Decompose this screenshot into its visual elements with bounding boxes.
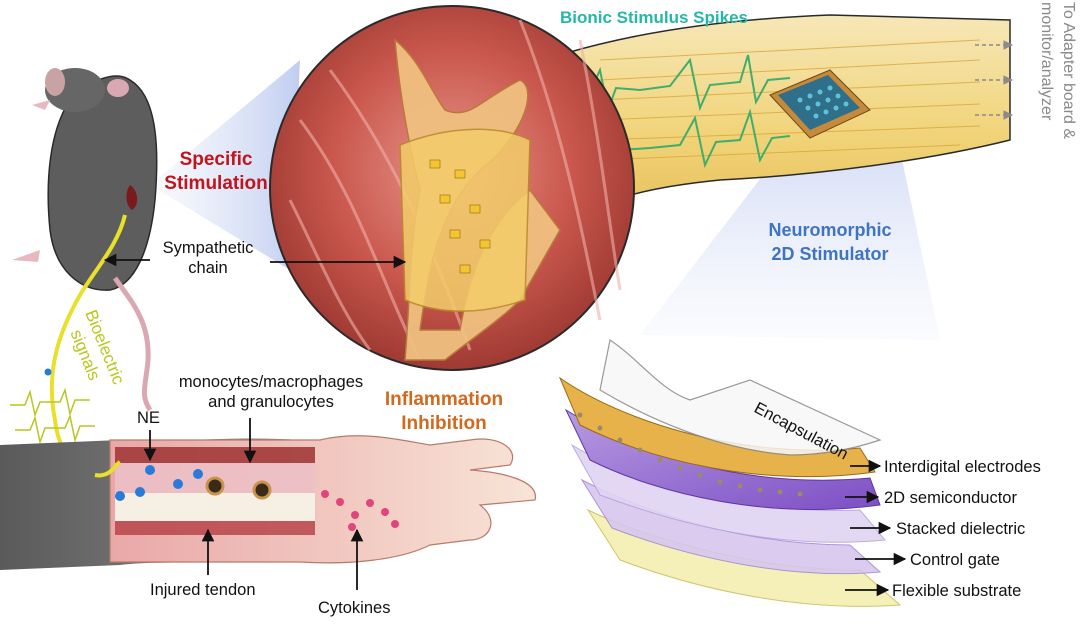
stimulator-chip bbox=[769, 69, 871, 139]
paw-illustration bbox=[0, 435, 536, 570]
zoom-fan-left bbox=[150, 60, 300, 270]
bioelectric-trace-1 bbox=[10, 387, 90, 418]
injured-tendon-label: Injured tendon bbox=[150, 581, 256, 599]
adapter-label-line2: monitor/analyzer bbox=[1038, 2, 1055, 121]
bionic-stimulus-spikes-label: Bionic Stimulus Spikes bbox=[560, 8, 748, 27]
neuromorphic-2d-stimulator-label: Neuromorphic 2D Stimulator bbox=[768, 220, 892, 264]
mouse-illustration bbox=[12, 68, 158, 477]
interdigital-electrodes-label: Interdigital electrodes bbox=[884, 458, 1041, 476]
flexible-substrate-label: Flexible substrate bbox=[892, 582, 1022, 600]
sympathetic-chain-label: Sympathetic chain bbox=[162, 239, 254, 277]
cytokines-label: Cytokines bbox=[318, 599, 391, 617]
zoom-fan-right bbox=[640, 140, 940, 340]
stacked-dielectric-label: Stacked dielectric bbox=[896, 520, 1026, 538]
inflammation-inhibition-label: Inflammation Inhibition bbox=[384, 389, 504, 434]
ne-label: NE bbox=[137, 409, 160, 427]
2d-semiconductor-label: 2D semiconductor bbox=[884, 489, 1017, 507]
adapter-label: To Adapter board & monitor/analyzer bbox=[1015, 2, 1080, 162]
control-gate-label: Control gate bbox=[910, 551, 1000, 569]
spike-trace-top bbox=[559, 54, 791, 114]
specific-stimulation-label: Specific Stimulation bbox=[164, 149, 268, 194]
monocytes-label: monocytes/macrophages and granulocytes bbox=[178, 373, 364, 411]
bioelectric-trace-2 bbox=[15, 413, 95, 445]
adapter-label-line1: To Adapter board & bbox=[1060, 2, 1077, 139]
muscle-tissue-illustration bbox=[269, 5, 635, 371]
layer-stack-illustration bbox=[558, 339, 902, 607]
